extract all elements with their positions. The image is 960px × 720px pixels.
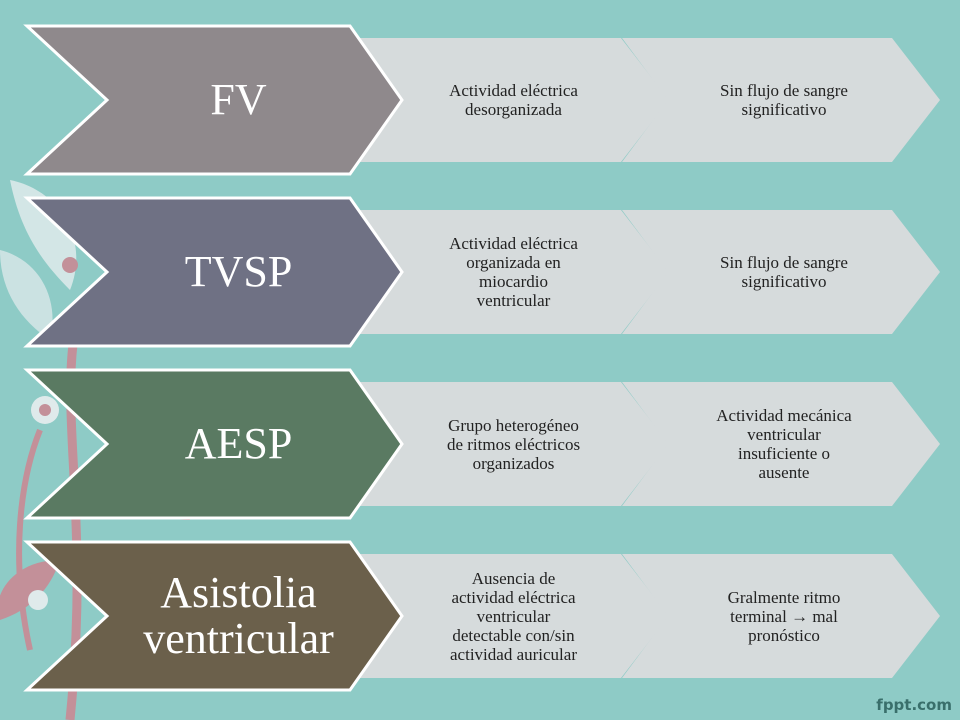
category-title-line: AESP <box>184 419 293 468</box>
process-chevron <box>352 210 669 334</box>
process-chevron <box>352 38 669 162</box>
category-title: FV <box>97 26 380 174</box>
category-title-line: TVSP <box>184 247 293 296</box>
category-chevron <box>23 368 404 520</box>
category-title: TVSP <box>97 198 380 346</box>
description-text-line: ventricular <box>476 606 551 626</box>
category-title-line: FV <box>210 75 267 124</box>
category-title-line: Asistolia <box>160 568 317 617</box>
flower-leaf <box>0 560 60 620</box>
description-text-line: Ausencia de <box>471 568 556 588</box>
description-text-line: detectable con/sin <box>452 625 575 645</box>
description-text-line: miocardio <box>479 272 548 291</box>
description-text-line: organizados <box>472 453 555 473</box>
description-text-line: Grupo heterogéneo <box>448 415 579 435</box>
flower-stem <box>16 428 43 651</box>
description-text-line: Sin flujo de sangre <box>720 81 848 100</box>
flower-bud <box>62 257 78 273</box>
description-text-line: ausente <box>758 463 810 482</box>
flower-bud <box>28 590 48 610</box>
description-text-line: actividad eléctrica <box>451 587 576 607</box>
flower-petal <box>10 180 77 290</box>
category-chevron <box>23 24 404 176</box>
description-text-line: de ritmos eléctricos <box>446 434 581 454</box>
description-text-line: Actividad mecánica <box>716 406 852 425</box>
description-text-line: pronóstico <box>748 625 820 645</box>
description-text-line: Sin flujo de sangre <box>720 253 848 272</box>
process-chevron <box>622 38 940 162</box>
category-chevron <box>23 196 404 348</box>
description-text-line: insuficiente o <box>737 444 831 463</box>
description-text-line: actividad auricular <box>450 644 577 664</box>
description-text-line: Actividad eléctrica <box>449 234 578 253</box>
process-chevron <box>622 554 940 678</box>
description-text-line: ventricular <box>476 291 551 310</box>
category-title: AESP <box>97 370 380 518</box>
description-text-line: Actividad eléctrica <box>449 81 578 100</box>
description-text-line: significativo <box>741 100 827 119</box>
watermark: fppt.com <box>876 696 952 714</box>
process-chevron <box>622 382 940 506</box>
description-text-line: organizada en <box>466 253 561 272</box>
process-chevron <box>622 210 940 334</box>
description-text-line: Gralmente ritmo <box>727 587 841 607</box>
process-chevron <box>352 554 669 678</box>
flower-bud <box>39 404 51 416</box>
description-text-line: significativo <box>741 272 827 291</box>
description-text-line: ventricular <box>747 425 821 444</box>
description-text-line: terminal → mal <box>730 606 838 626</box>
process-chevron <box>352 382 669 506</box>
description-text-line: desorganizada <box>465 100 562 119</box>
category-title-line: ventricular <box>143 614 334 663</box>
flower-petal <box>0 250 53 340</box>
category-chevron <box>23 540 404 692</box>
